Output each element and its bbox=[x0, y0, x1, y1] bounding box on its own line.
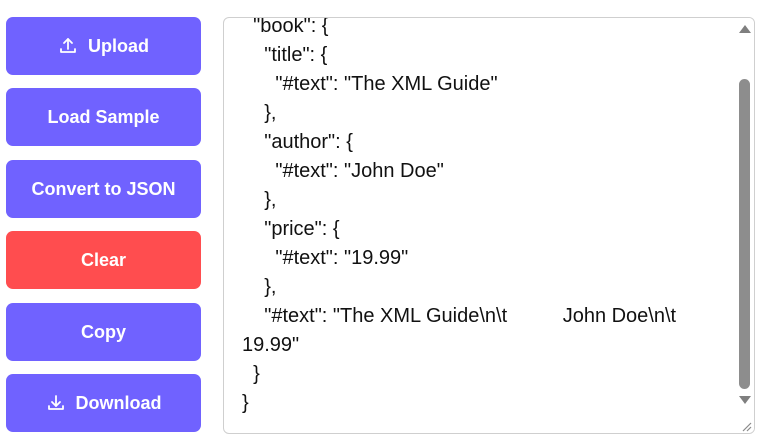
json-output-text: "book": { "title": { "#text": "The XML G… bbox=[242, 17, 677, 414]
download-icon bbox=[46, 393, 66, 413]
upload-button-label: Upload bbox=[88, 35, 149, 56]
json-output-textarea[interactable]: "book": { "title": { "#text": "The XML G… bbox=[223, 17, 755, 434]
upload-icon bbox=[58, 36, 78, 56]
download-button-label: Download bbox=[75, 392, 162, 413]
load-sample-button-label: Load Sample bbox=[47, 106, 160, 127]
load-sample-button[interactable]: Load Sample bbox=[6, 88, 201, 146]
download-button[interactable]: Download bbox=[6, 374, 201, 432]
convert-button-label: Convert to JSON bbox=[31, 178, 176, 199]
copy-button[interactable]: Copy bbox=[6, 303, 201, 361]
scroll-down-arrow-icon[interactable] bbox=[739, 396, 751, 404]
clear-button[interactable]: Clear bbox=[6, 231, 201, 289]
resize-grip-icon[interactable] bbox=[740, 419, 752, 432]
scrollbar-thumb[interactable] bbox=[739, 79, 750, 389]
upload-button[interactable]: Upload bbox=[6, 17, 201, 75]
convert-to-json-button[interactable]: Convert to JSON bbox=[6, 160, 201, 218]
vertical-scrollbar[interactable] bbox=[735, 18, 754, 433]
scroll-up-arrow-icon[interactable] bbox=[739, 25, 751, 33]
copy-button-label: Copy bbox=[81, 321, 126, 342]
clear-button-label: Clear bbox=[80, 249, 127, 270]
